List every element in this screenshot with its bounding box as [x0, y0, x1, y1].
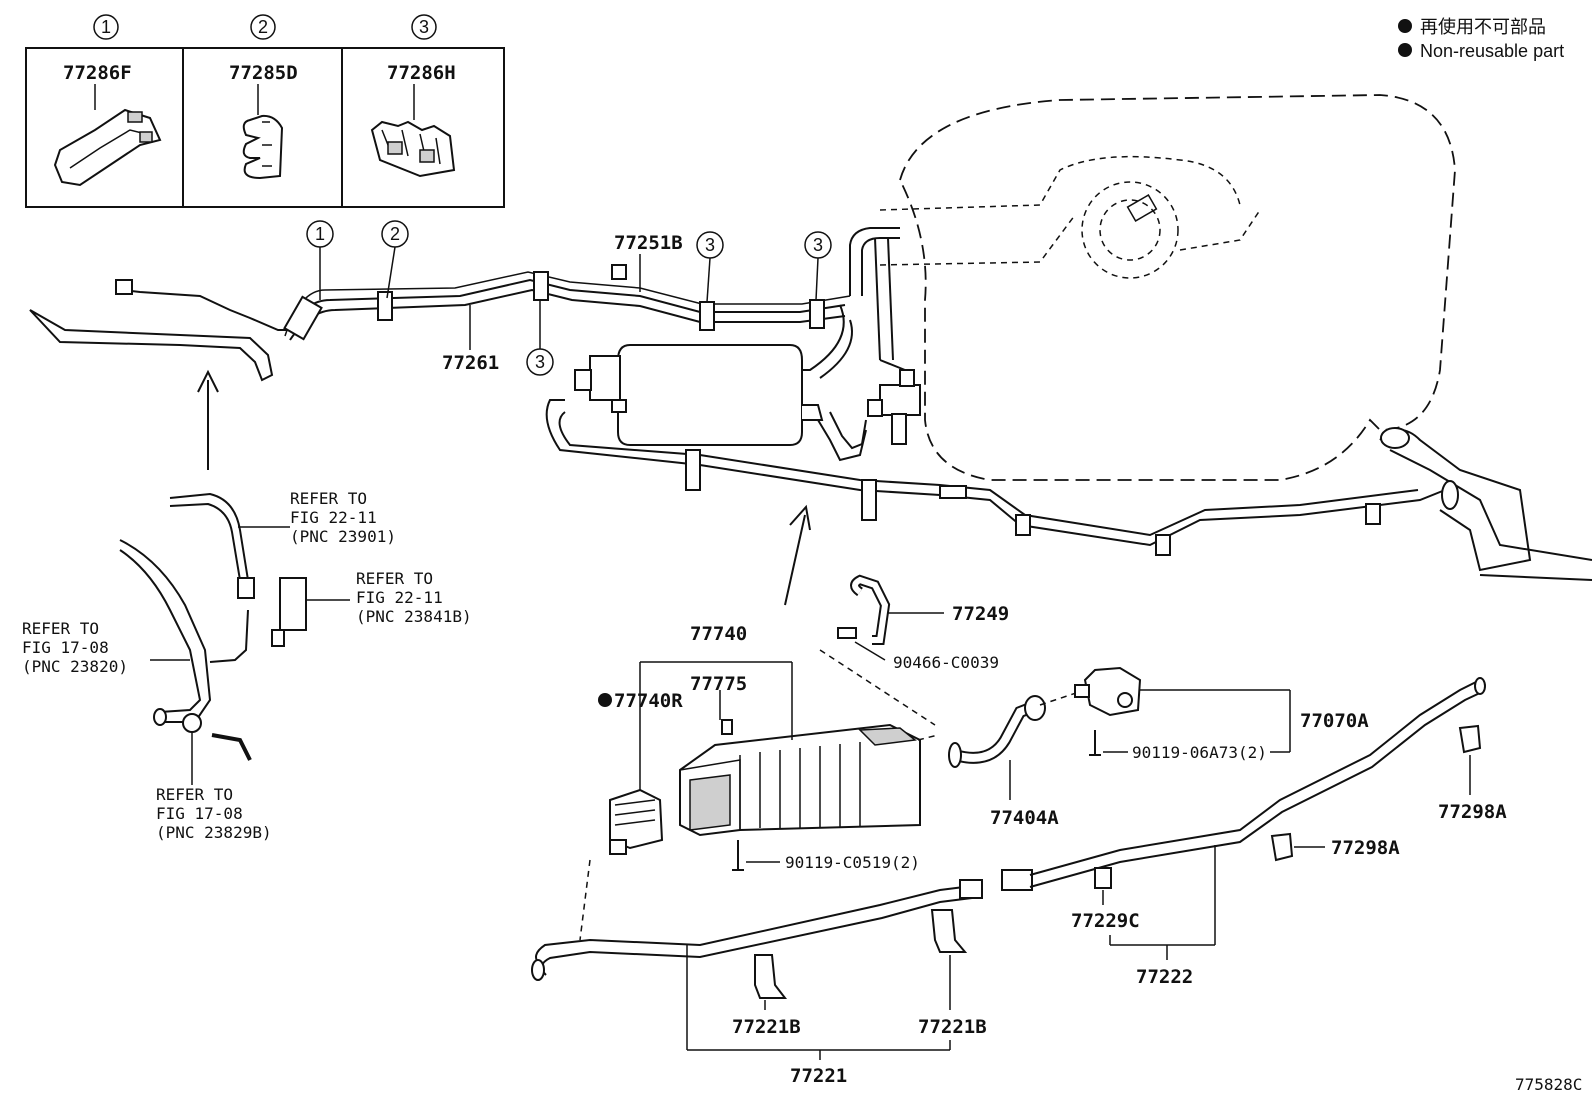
- clip-77229C-icon: [1094, 867, 1112, 889]
- ref4-line2: FIG 17-08: [156, 804, 243, 823]
- part-77249: 77249: [952, 603, 1009, 625]
- clamp-inset-table: 1 2 3 77286F 77285D 77286H: [25, 14, 505, 208]
- ref2-line3: (PNC 23841B): [356, 607, 472, 626]
- installed-canister: [545, 264, 1592, 581]
- clamp-icon: [377, 291, 393, 321]
- part-77261: 77261: [442, 352, 499, 374]
- ref1-line3: (PNC 23901): [290, 527, 396, 546]
- clamp-icon: [861, 479, 877, 521]
- part-77251B: 77251B: [614, 232, 683, 254]
- exploded-canister: 77249 90466-C0039 77740 77775 77740R 901…: [579, 574, 1369, 941]
- part-90466-C0039: 90466-C0039: [893, 653, 999, 672]
- part-90119-06A73: 90119-06A73(2): [1132, 743, 1267, 762]
- part-77221: 77221: [790, 1065, 847, 1087]
- clamp-icon: [699, 301, 715, 331]
- ref1-line1: REFER TO: [290, 489, 367, 508]
- svg-text:2: 2: [390, 224, 400, 244]
- ref4-line1: REFER TO: [156, 785, 233, 804]
- part-77740R: 77740R: [614, 690, 683, 712]
- vsv-valve-icon: [1083, 666, 1142, 717]
- part-77285D: 77285D: [229, 62, 298, 84]
- left-reference-section: REFER TO FIG 22-11 (PNC 23901) REFER TO …: [22, 489, 472, 842]
- ref3-line2: FIG 17-08: [22, 638, 109, 657]
- svg-text:1: 1: [101, 17, 111, 37]
- part-77298A-1: 77298A: [1438, 801, 1507, 823]
- ref4-line3: (PNC 23829B): [156, 823, 272, 842]
- diagram-id: 775828C: [1515, 1075, 1582, 1094]
- part-77221B-1: 77221B: [732, 1016, 801, 1038]
- inset-callout-3: [411, 14, 437, 40]
- fuel-tank-outline: [879, 94, 1456, 481]
- part-77404A: 77404A: [990, 807, 1059, 829]
- clip-77298A-icon: [1270, 832, 1294, 862]
- svg-text:2: 2: [258, 17, 268, 37]
- clamp-77221B-icon: [754, 954, 788, 999]
- legend-english: Non-reusable part: [1420, 41, 1564, 61]
- ref2-line2: FIG 22-11: [356, 588, 443, 607]
- clamp-77286H-drawing: [370, 84, 456, 178]
- legend: 再使用不可部品 Non-reusable part: [1398, 17, 1564, 61]
- non-reusable-bullet-icon: [1398, 43, 1412, 57]
- svg-text:3: 3: [535, 352, 545, 372]
- clamp-77285D-drawing: [242, 84, 284, 180]
- part-77229C: 77229C: [1071, 910, 1140, 932]
- part-77298A-2: 77298A: [1331, 837, 1400, 859]
- legend-japanese: 再使用不可部品: [1420, 17, 1546, 37]
- clamp-icon: [533, 271, 549, 301]
- part-77222: 77222: [1136, 966, 1193, 988]
- ref3-line3: (PNC 23820): [22, 657, 128, 676]
- svg-text:3: 3: [419, 17, 429, 37]
- connector-icon: [115, 279, 133, 295]
- clamp-77221B-icon: [930, 909, 968, 953]
- arrow-up-icon: [197, 369, 219, 470]
- non-reusable-bullet-icon: [1398, 19, 1412, 33]
- part-77070A: 77070A: [1300, 710, 1369, 732]
- clamp-icon: [809, 299, 825, 329]
- svg-text:1: 1: [315, 224, 325, 244]
- svg-text:3: 3: [813, 235, 823, 255]
- part-77286H: 77286H: [387, 62, 456, 84]
- clip-77298A-icon: [1458, 724, 1482, 754]
- clamp-icon: [283, 295, 323, 341]
- non-reusable-bullet-icon: [598, 693, 612, 707]
- part-77221B-2: 77221B: [918, 1016, 987, 1038]
- svg-text:3: 3: [705, 235, 715, 255]
- inset-callout-2: [250, 14, 276, 40]
- inset-callout-1: [93, 14, 119, 40]
- part-77286F: 77286F: [63, 62, 132, 84]
- valve-icon: [879, 384, 921, 416]
- clamp-77286F-drawing: [53, 84, 162, 187]
- clamp-icon: [685, 449, 701, 491]
- part-90119-C0519: 90119-C0519(2): [785, 853, 920, 872]
- lower-pipe-assembly: 77221B 77221B 77221 77229C 77222 77298A …: [531, 677, 1507, 1087]
- arrow-up-icon: [784, 504, 811, 606]
- direction-arrows: [197, 369, 811, 606]
- part-77740: 77740: [690, 623, 747, 645]
- clamp-callouts: 1 2 3 3 3: [306, 220, 832, 376]
- ref2-line1: REFER TO: [356, 569, 433, 588]
- ref3-line1: REFER TO: [22, 619, 99, 638]
- ref1-line2: FIG 22-11: [290, 508, 377, 527]
- part-77775: 77775: [690, 673, 747, 695]
